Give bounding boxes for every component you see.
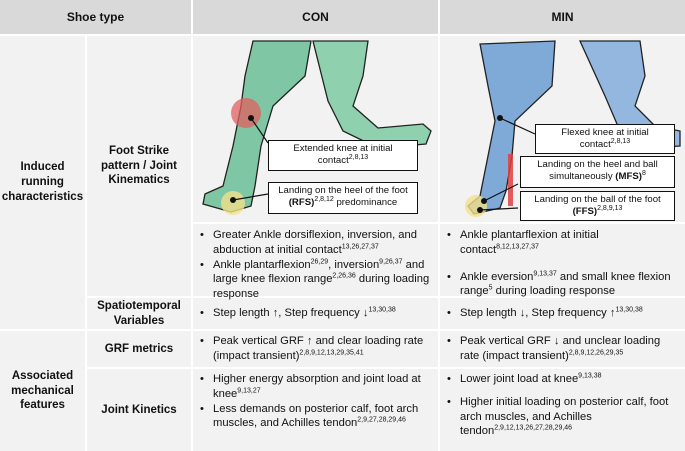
list-item: Lower joint load at knee9,13,38 <box>447 372 679 387</box>
list-item: Ankle plantarflexion26,29, inversion9,26… <box>200 258 432 302</box>
min-spatio-text: Step length ↓, Step frequency ↑13,30,38 <box>447 306 679 321</box>
row-grf-label: GRF metrics <box>87 331 191 367</box>
section-associated-label: Associated mechanical features <box>0 331 85 451</box>
list-item: Ankle plantarflexion at initial contact8… <box>447 228 679 258</box>
con-heel-callout: Landing on the heel of the foot (RFS)2,8… <box>268 182 418 214</box>
list-item: Higher initial loading on posterior calf… <box>447 395 679 439</box>
list-item: Peak vertical GRF ↑ and clear loading ra… <box>200 334 432 364</box>
list-item: Higher energy absorption and joint load … <box>200 372 432 402</box>
list-item: Ankle eversion9,13,37 and small knee fle… <box>447 270 679 300</box>
min-leg-illustration <box>465 40 681 217</box>
con-grf-text: Peak vertical GRF ↑ and clear loading ra… <box>200 334 432 364</box>
list-item: Step length ↓, Step frequency ↑13,30,38 <box>447 306 679 321</box>
row-kinetics-label: Joint Kinetics <box>87 369 191 451</box>
con-leg-illustration <box>202 40 432 215</box>
list-item: Peak vertical GRF ↓ and unclear loading … <box>447 334 679 364</box>
con-knee-callout: Extended knee at initial contact2,8,13 <box>268 140 418 171</box>
min-kinetics-text: Lower joint load at knee9,13,38 Higher i… <box>447 372 679 439</box>
con-kinetics-text: Higher energy absorption and joint load … <box>200 372 432 431</box>
row-foot-strike-label: Foot Strike pattern / Joint Kinematics <box>87 36 191 296</box>
list-item: Step length ↑, Step frequency ↓13,30,38 <box>200 306 432 321</box>
list-item: Less demands on posterior calf, foot arc… <box>200 402 432 432</box>
min-grf-text: Peak vertical GRF ↓ and unclear loading … <box>447 334 679 364</box>
con-spatio-text: Step length ↑, Step frequency ↓13,30,38 <box>200 306 432 321</box>
header-con: CON <box>193 0 438 34</box>
header-min: MIN <box>440 0 685 34</box>
header-shoe-type: Shoe type <box>0 0 191 34</box>
row-spatiotemporal-label: Spatiotemporal Variables <box>87 298 191 329</box>
min-kinematics-text: Ankle plantarflexion at initial contact8… <box>447 228 679 299</box>
list-item: Greater Ankle dorsiflexion, inversion, a… <box>200 228 432 258</box>
con-kinematics-text: Greater Ankle dorsiflexion, inversion, a… <box>200 228 432 302</box>
section-induced-label: Induced running characteristics <box>0 36 85 329</box>
min-ffs-callout: Landing on the ball of the foot (FFS)2,8… <box>520 191 675 221</box>
min-mfs-callout: Landing on the heel and ball simultaneou… <box>520 156 675 188</box>
min-knee-callout: Flexed knee at initial contact2,8,13 <box>535 124 675 154</box>
